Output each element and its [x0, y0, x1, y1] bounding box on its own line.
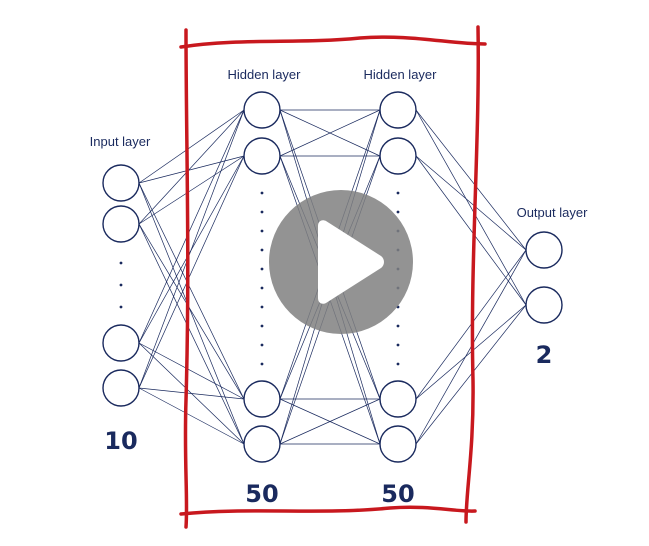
ellipsis-dot — [260, 286, 264, 290]
connection-line — [138, 387, 245, 400]
connection-line — [279, 398, 381, 445]
connection-line — [415, 109, 527, 251]
connection-line — [138, 155, 245, 389]
ellipsis-dot — [260, 267, 264, 271]
output-layer-label: Output layer — [517, 205, 588, 220]
connection-line — [138, 387, 245, 445]
ellipsis-dot — [260, 343, 264, 347]
hidden2-neuron — [379, 380, 417, 418]
output-layer-count: 2 — [536, 341, 553, 369]
hidden2-neuron — [379, 137, 417, 175]
ellipsis-dot — [260, 362, 264, 366]
ellipsis-dot — [260, 305, 264, 309]
input-neuron — [102, 324, 140, 362]
ellipsis-dot — [260, 210, 264, 214]
connection-line — [138, 155, 245, 225]
hidden1-neuron — [243, 137, 281, 175]
input-layer-label: Input layer — [90, 134, 151, 149]
neurons — [102, 91, 563, 463]
play-button[interactable] — [269, 190, 413, 334]
ellipsis-dot — [260, 248, 264, 252]
hidden-layer-1-label: Hidden layer — [228, 67, 302, 82]
ellipsis-dot — [119, 261, 123, 265]
play-icon — [318, 220, 384, 304]
ellipsis-dot — [119, 283, 123, 287]
hidden1-neuron — [243, 425, 281, 463]
hidden2-neuron — [379, 91, 417, 129]
hidden1-neuron — [243, 380, 281, 418]
output-neuron — [525, 231, 563, 269]
hidden-layer-2-label: Hidden layer — [364, 67, 438, 82]
input-neuron — [102, 164, 140, 202]
ellipsis-dot — [396, 210, 400, 214]
output-neuron — [525, 286, 563, 324]
input-neuron — [102, 205, 140, 243]
hidden-layers-bracket — [179, 25, 487, 529]
ellipsis-dot — [260, 191, 264, 195]
connection-line — [138, 109, 245, 184]
connection-line — [415, 109, 527, 306]
connection-line — [415, 304, 527, 445]
connection-line — [138, 182, 245, 445]
ellipsis-dot — [396, 343, 400, 347]
hidden-layer-2-count: 50 — [381, 480, 414, 508]
ellipsis-dot — [260, 324, 264, 328]
input-neuron — [102, 369, 140, 407]
hidden2-neuron — [379, 425, 417, 463]
ellipsis-dot — [396, 191, 400, 195]
connection-line — [138, 109, 245, 225]
ellipsis-dot — [260, 229, 264, 233]
input-layer-count: 10 — [104, 427, 137, 455]
connection-line — [138, 223, 245, 445]
ellipsis-dot — [396, 362, 400, 366]
hidden1-neuron — [243, 91, 281, 129]
ellipsis-dot — [119, 305, 123, 309]
ellipsis-dot — [396, 324, 400, 328]
connection-line — [138, 223, 245, 400]
connection-line — [279, 109, 381, 157]
connection-line — [138, 342, 245, 400]
connection-line — [415, 155, 527, 251]
connection-line — [138, 109, 245, 344]
connection-line — [138, 109, 245, 389]
connection-line — [138, 155, 245, 184]
connection-line — [415, 155, 527, 306]
connection-line — [138, 182, 245, 400]
hidden-layer-1-count: 50 — [245, 480, 278, 508]
